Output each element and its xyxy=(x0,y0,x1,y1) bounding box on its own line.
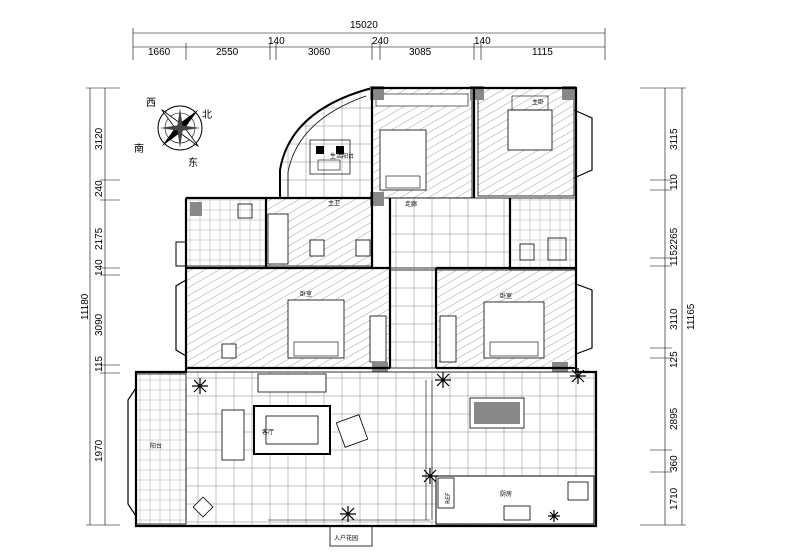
dim-right-3: 115 xyxy=(669,250,680,266)
plant-icons xyxy=(192,368,586,522)
plant-icon xyxy=(340,506,356,522)
plant-icon xyxy=(548,510,560,522)
dim-top-1: 2550 xyxy=(216,47,239,58)
plant-icon xyxy=(435,372,451,388)
lower-bedrooms: 卧室 卧室 xyxy=(175,267,593,378)
dim-right-1: 110 xyxy=(669,174,680,190)
top-dimensions: 15020 1660 2550 140 3060 240 3085 140 11… xyxy=(132,20,606,60)
fridge xyxy=(437,477,455,509)
middle-band: 主卫 走廊 xyxy=(175,197,577,271)
room-living: 客厅 xyxy=(262,428,274,436)
dim-left-2: 2175 xyxy=(94,227,105,250)
dim-right-total: 11165 xyxy=(686,303,697,330)
dim-left-6: 1970 xyxy=(94,439,105,462)
dim-right-5: 125 xyxy=(669,351,680,368)
plant-icon xyxy=(192,378,208,394)
room-bedroom-left: 卧室 xyxy=(300,290,312,298)
compass-west: 西 xyxy=(146,98,156,109)
dim-top-0: 1660 xyxy=(148,47,171,58)
upper-rooms: 主卧 xyxy=(370,86,593,206)
dim-left-total: 11180 xyxy=(80,293,91,320)
label-fridge: REF xyxy=(445,492,452,504)
dim-right-6: 2895 xyxy=(669,407,680,430)
dim-right-4: 3110 xyxy=(669,308,680,330)
dim-left-5: 115 xyxy=(94,356,105,372)
dim-top-7: 1115 xyxy=(532,47,553,58)
room-bottom-entry: 入户花园 xyxy=(334,534,358,542)
sofa-left xyxy=(221,409,245,461)
dim-right-0: 3115 xyxy=(669,128,680,150)
dim-left-1: 240 xyxy=(94,180,105,197)
dim-top-5: 3085 xyxy=(409,47,432,58)
dim-right-2: 2265 xyxy=(669,227,680,250)
compass-south: 南 xyxy=(134,142,144,155)
dim-left-0: 3120 xyxy=(94,127,105,150)
compass-north: 北 xyxy=(202,109,212,121)
plant-icon xyxy=(570,368,586,384)
dim-top-2: 140 xyxy=(268,36,285,47)
dim-right-7: 360 xyxy=(669,455,680,472)
room-master-bedroom: 主卧 xyxy=(532,98,544,106)
room-corridor: 走廊 xyxy=(405,200,417,208)
room-bedroom-right: 卧室 xyxy=(500,292,512,300)
hall-strip xyxy=(389,269,437,369)
room-balcony-left: 阳台 xyxy=(150,442,162,450)
hall-center xyxy=(389,197,511,269)
living-area: 阳台 客厅 厨房 REF 入户花园 xyxy=(127,371,597,547)
left-dimensions: 11180 3120 240 2175 140 3090 115 1970 xyxy=(80,87,120,526)
curved-balcony: 生活阳台 xyxy=(279,86,373,199)
dim-right-8: 1710 xyxy=(669,487,680,510)
room-balcony-top: 生活阳台 xyxy=(330,152,354,160)
dim-left-4: 3090 xyxy=(94,313,105,336)
room-kitchen: 厨房 xyxy=(500,490,512,498)
compass-east: 东 xyxy=(188,156,198,169)
sofa-top xyxy=(257,373,327,393)
right-dimensions: 3115 110 2265 115 3110 125 11165 2895 36… xyxy=(640,87,697,526)
dim-top-6: 140 xyxy=(474,36,491,47)
dim-top-3: 3060 xyxy=(308,47,331,58)
dim-top-4: 240 xyxy=(372,36,389,47)
plant-icon xyxy=(422,468,438,484)
dim-top-total: 15020 xyxy=(350,20,378,31)
room-bath-master: 主卫 xyxy=(328,199,340,207)
dim-left-3: 140 xyxy=(94,259,105,276)
armchair xyxy=(335,414,369,448)
walls xyxy=(134,86,598,528)
compass-icon: 西 北 南 东 xyxy=(134,98,212,169)
